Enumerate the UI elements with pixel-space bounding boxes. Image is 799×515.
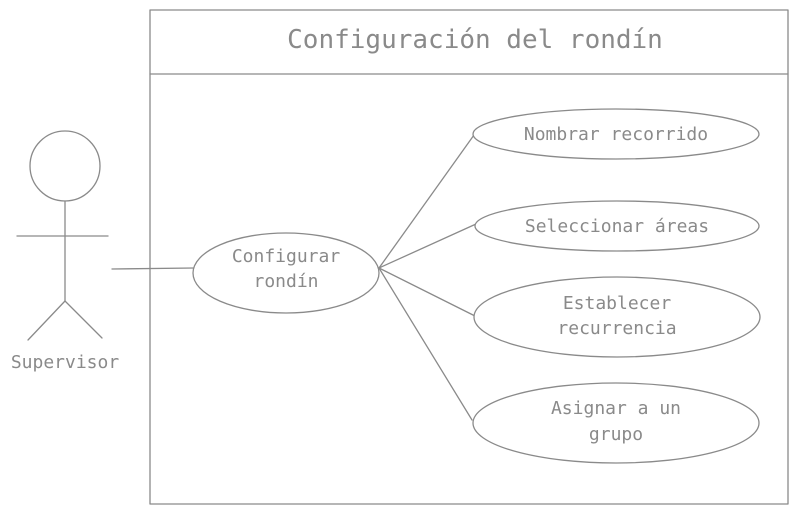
use-case-label-line-2: rondín xyxy=(253,271,318,292)
association-include-1 xyxy=(378,134,475,269)
actor-left-leg xyxy=(27,300,66,341)
use-case-label-line-1: Configurar xyxy=(232,246,341,267)
use-case-label-line-2: grupo xyxy=(589,424,643,445)
actor-supervisor[interactable]: Supervisor xyxy=(11,130,120,373)
actor-head xyxy=(29,130,101,202)
stick-figure-icon xyxy=(16,130,109,341)
use-case-label: Nombrar recorrido xyxy=(524,124,708,145)
system-title: Configuración del rondín xyxy=(287,25,663,55)
association-actor-main xyxy=(111,267,195,270)
use-case-establecer-recurrencia[interactable]: Establecer recurrencia xyxy=(473,276,761,358)
system-boundary: Configuración del rondín xyxy=(149,9,789,505)
association-include-4 xyxy=(378,267,473,421)
use-case-seleccionar-areas[interactable]: Seleccionar áreas xyxy=(474,200,760,252)
use-case-label-line-1: Establecer xyxy=(563,293,672,314)
actor-name: Supervisor xyxy=(11,352,120,373)
use-case-asignar-grupo[interactable]: Asignar a un grupo xyxy=(472,382,760,464)
association-include-3 xyxy=(378,267,476,317)
use-case-nombrar-recorrido[interactable]: Nombrar recorrido xyxy=(472,108,760,160)
association-include-2 xyxy=(378,223,477,269)
actor-right-leg xyxy=(64,300,103,339)
use-case-label-line-1: Asignar a un xyxy=(551,398,681,419)
use-case-configurar-rondin[interactable]: Configurar rondín xyxy=(192,232,380,314)
associations xyxy=(111,134,477,421)
use-case-label: Seleccionar áreas xyxy=(525,216,709,237)
use-case-label-line-2: recurrencia xyxy=(557,318,676,339)
